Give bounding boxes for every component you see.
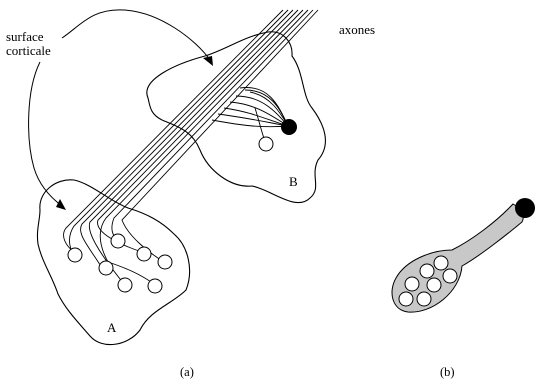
neuron-node <box>399 292 413 306</box>
surface-label-line2: corticale <box>6 43 51 58</box>
neuron-node <box>420 264 434 278</box>
neuron-node <box>148 279 162 293</box>
neuron-node <box>417 292 431 306</box>
pointer-to-region-a <box>29 62 62 206</box>
soma-node <box>281 119 297 135</box>
axon-fiber <box>100 10 308 284</box>
region-a-label: A <box>107 320 117 335</box>
neuron-node <box>99 261 113 275</box>
pointer-to-region-b <box>62 10 210 60</box>
panel-b-label: (b) <box>440 365 455 379</box>
neuron-node <box>158 255 172 269</box>
neuron-node <box>137 247 151 261</box>
neuron-node <box>111 234 125 248</box>
axon-branch <box>218 114 288 126</box>
neuron-node <box>434 256 448 270</box>
axon-bundle <box>64 10 318 284</box>
neuron-node <box>405 277 419 291</box>
panel-a: surface corticale axones B A (a) <box>6 10 375 379</box>
axon-branch <box>240 87 288 126</box>
panel-b: (b) <box>392 198 535 379</box>
axon-fiber <box>70 10 288 256</box>
surface-label-line1: surface <box>6 29 44 44</box>
axons-label: axones <box>339 22 375 37</box>
axon-branch <box>245 90 288 126</box>
arrowhead-region-a <box>56 199 66 210</box>
arrowhead-region-b <box>203 56 213 66</box>
neuron-node <box>427 278 441 292</box>
neuron-node <box>118 278 132 292</box>
axon-branch <box>212 120 288 127</box>
neuron-node <box>259 137 273 151</box>
soma-node <box>515 198 535 218</box>
axon-fiber <box>122 10 318 262</box>
region-b-label: B <box>289 174 298 189</box>
panel-a-label: (a) <box>180 365 194 379</box>
neuron-node <box>68 248 82 262</box>
neuron-node <box>443 269 457 283</box>
